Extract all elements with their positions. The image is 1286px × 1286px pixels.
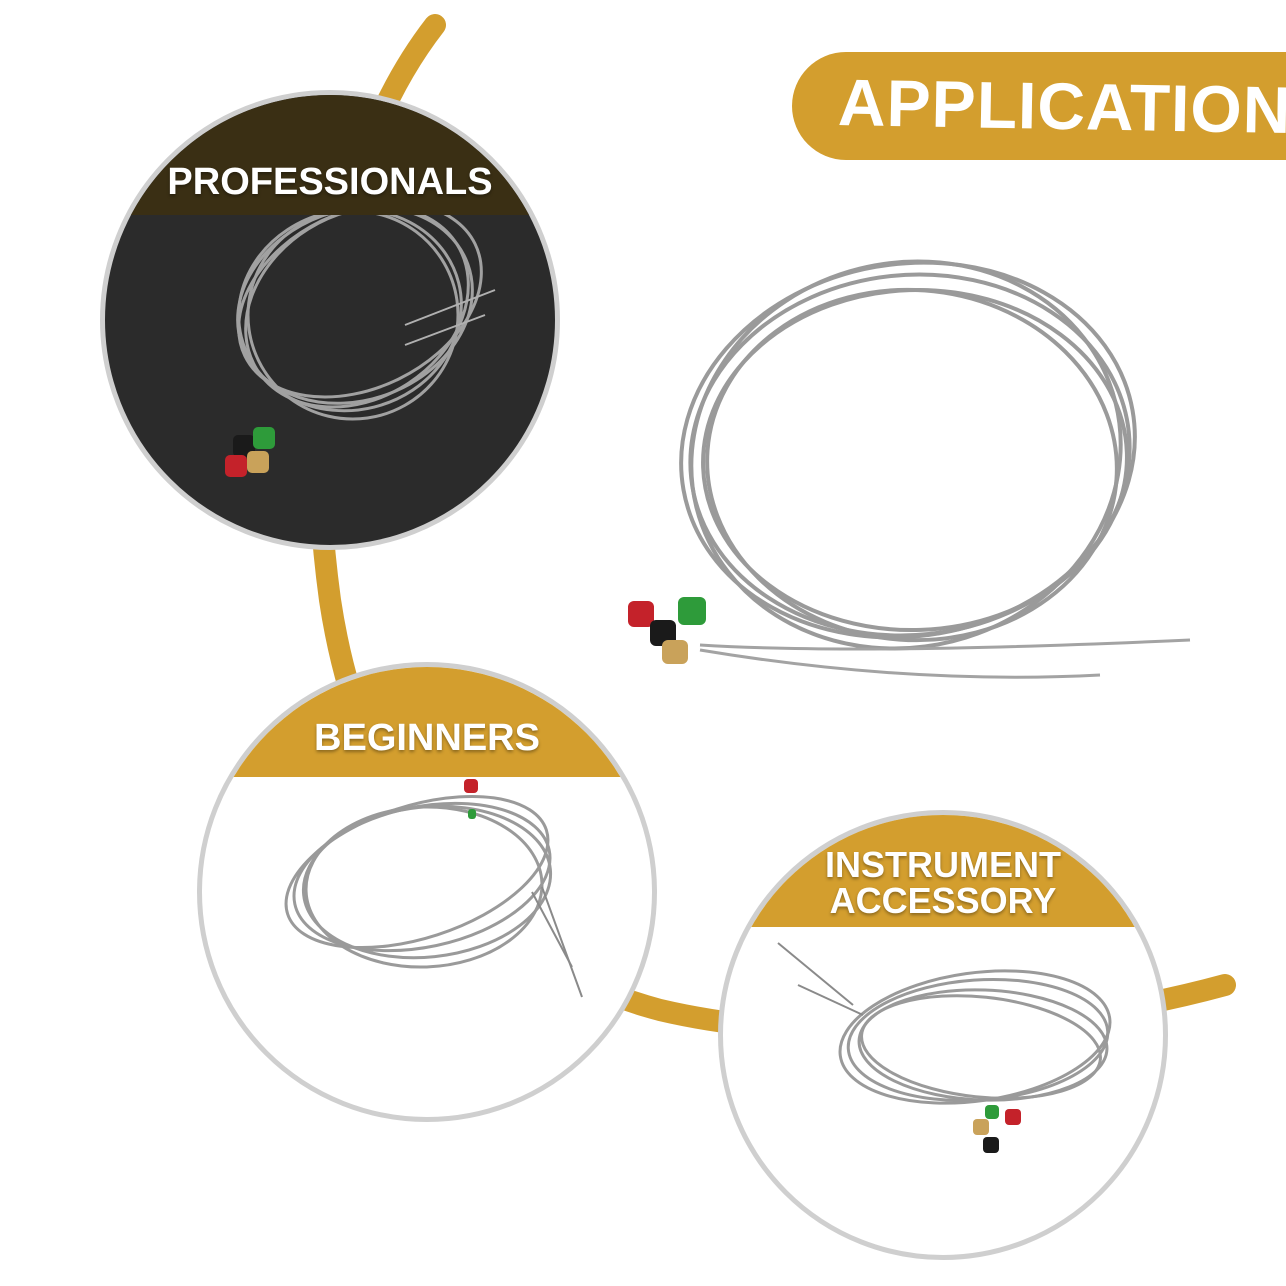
instrument-accessory-label: INSTRUMENT ACCESSORY [825,847,1061,927]
ball-end-icon [225,427,275,477]
coiled-string-icon [225,201,496,477]
ball-end-icon [628,597,706,664]
professionals-band: PROFESSIONALS [105,95,555,215]
coiled-string-icon [628,259,1191,679]
instrument-label-line1: INSTRUMENT [825,844,1061,885]
instrument-accessory-band: INSTRUMENT ACCESSORY [723,815,1163,927]
instrument-accessory-circle: INSTRUMENT ACCESSORY [718,810,1168,1260]
professionals-label: PROFESSIONALS [167,161,493,203]
beginners-label: BEGINNERS [314,717,540,759]
professionals-circle: PROFESSIONALS [100,90,560,550]
ball-end-icon [464,779,478,819]
section-title: APPLICATION [837,65,1286,147]
ball-end-icon [973,1105,1021,1153]
section-title-pill: APPLICATION [792,52,1286,160]
coiled-string-icon [284,779,583,998]
instrument-label-line2: ACCESSORY [829,880,1057,921]
beginners-circle: BEGINNERS [197,662,657,1122]
beginners-band: BEGINNERS [202,667,652,777]
coiled-string-icon [777,942,1112,1153]
